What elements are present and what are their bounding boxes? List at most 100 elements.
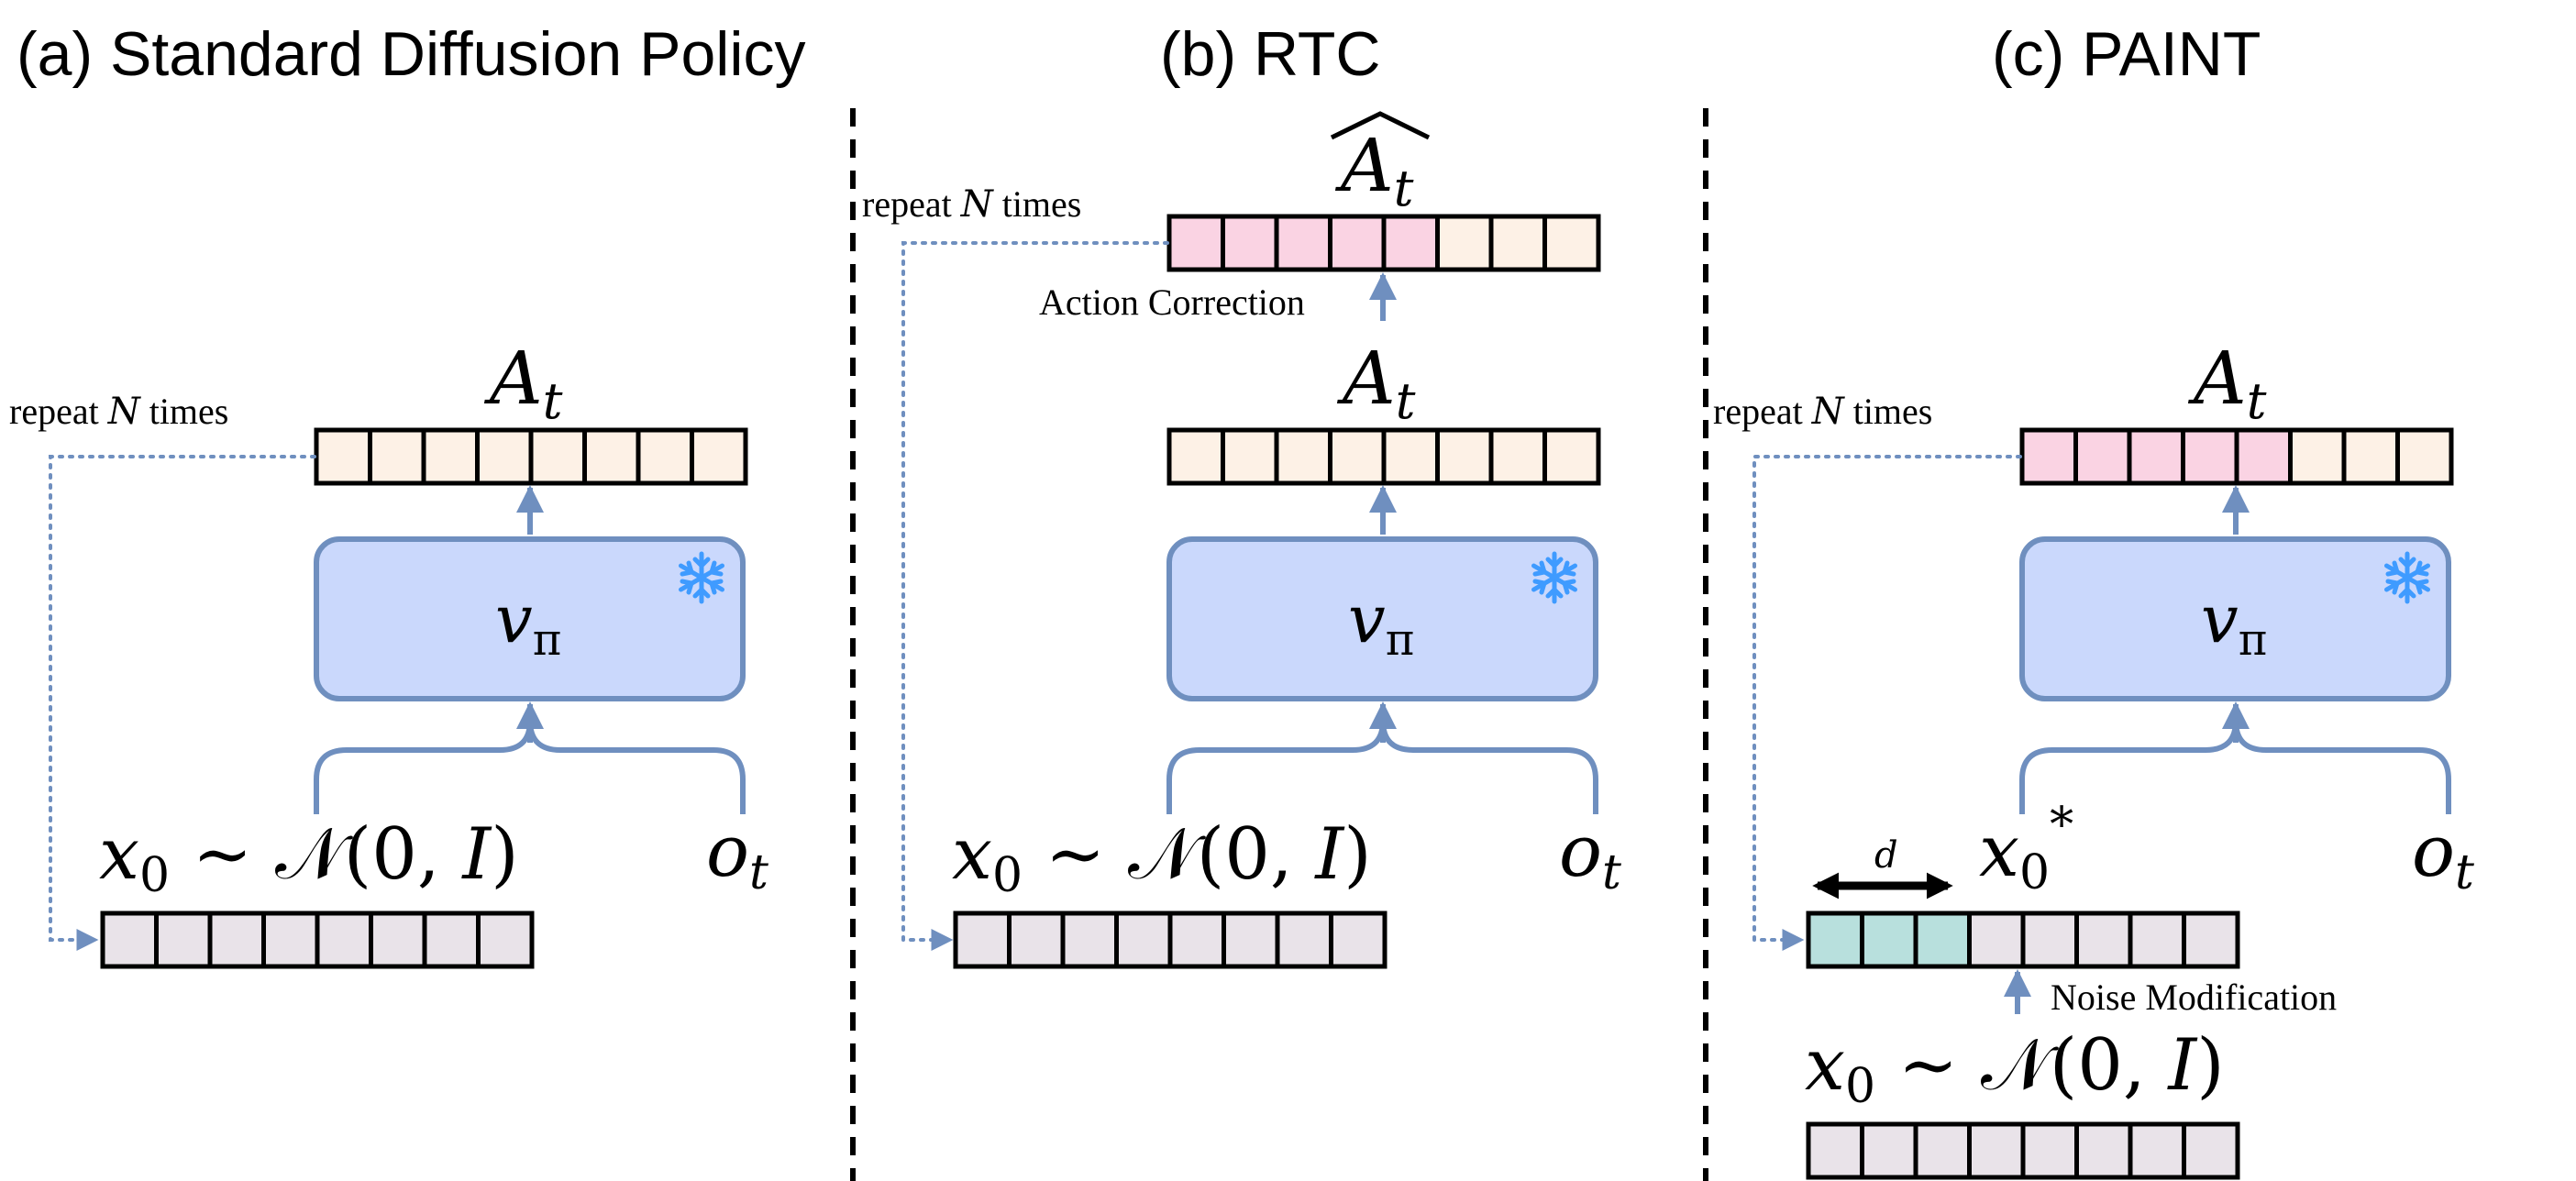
action-token-cell: [2127, 427, 2185, 486]
action-correction-label: Action Correction: [1039, 281, 1305, 323]
noise-token-cell: [100, 911, 159, 969]
action-token-cell: [475, 427, 534, 486]
noise-token-cell: [1967, 1121, 2026, 1180]
noise-token-cell: [476, 911, 535, 969]
action-token-cell: [314, 427, 372, 486]
noise-token-cell: [1167, 911, 1226, 969]
action-token-cell: [421, 427, 480, 486]
input-brace: [314, 718, 746, 814]
corrected-token-cell: [1435, 214, 1494, 272]
noise-token-cell: [422, 911, 481, 969]
noise-token-cell: [261, 911, 320, 969]
policy-network: [1166, 536, 1598, 701]
noise-token-cell: [1114, 911, 1173, 969]
modified-noise-token-cell: [1913, 911, 1972, 969]
noise-token-cell: [1275, 911, 1333, 969]
panel-rtc: (b) RTC At repeat N times Action Correct…: [862, 19, 1621, 969]
noise-chunk: [100, 911, 535, 969]
noise-modification-label: Noise Modification: [2051, 977, 2337, 1018]
action-token-cell: [2395, 427, 2454, 486]
noise-token-cell: [154, 911, 213, 969]
noise-token-cell: [1913, 1121, 1972, 1180]
noise-token-cell: [2128, 1121, 2186, 1180]
action-token-cell: [2234, 427, 2293, 486]
modified-noise-token-cell: [2128, 911, 2186, 969]
modified-noise-label: x0*: [1979, 798, 2073, 900]
action-chunk-label: At: [1336, 336, 1416, 430]
noise-token-cell: [207, 911, 266, 969]
noise-token-cell: [1060, 911, 1119, 969]
action-token-cell: [2341, 427, 2400, 486]
modified-noise-token-cell: [2074, 911, 2133, 969]
repeat-loop-line: [901, 241, 1169, 951]
action-token-cell: [1435, 427, 1494, 486]
action-token-cell: [1381, 427, 1440, 486]
prefix-length-label: d: [1874, 834, 1898, 877]
panel-c-title: (c) PAINT: [1992, 19, 2261, 89]
corrected-token-cell: [1166, 214, 1225, 272]
noise-token-cell: [369, 911, 427, 969]
action-token-cell: [582, 427, 641, 486]
corrected-action-chunk: [1166, 214, 1601, 272]
noise-chunk: [953, 911, 1388, 969]
action-token-cell: [1221, 427, 1279, 486]
noise-token-cell: [2020, 1121, 2079, 1180]
action-token-cell: [1488, 427, 1547, 486]
panel-paint: (c) PAINT At repeat N times vπ d x0* ot …: [1713, 19, 2474, 1180]
action-token-cell: [2288, 427, 2347, 486]
corrected-chunk-label: At: [1334, 123, 1414, 217]
action-token-cell: [368, 427, 426, 486]
noise-token-cell: [1007, 911, 1066, 969]
corrected-token-cell: [1542, 214, 1601, 272]
action-chunk: [314, 427, 748, 486]
action-token-cell: [690, 427, 748, 486]
noise-token-cell: [1860, 1121, 1918, 1180]
repeat-loop-line: [1752, 455, 2022, 951]
action-token-cell: [1328, 427, 1387, 486]
modified-noise-token-cell: [1806, 911, 1864, 969]
input-brace: [1166, 718, 1598, 814]
action-chunk-label: At: [2187, 336, 2267, 430]
action-chunk: [1166, 427, 1601, 486]
noise-token-cell: [1329, 911, 1388, 969]
corrected-token-cell: [1221, 214, 1279, 272]
noise-label: x0 ∼ 𝒩(0, I): [952, 813, 1372, 903]
repeat-label: repeat N times: [1713, 391, 1932, 433]
observation-label: ot: [2412, 811, 2474, 900]
modified-noise-token-cell: [2020, 911, 2079, 969]
observation-label: ot: [1559, 811, 1621, 900]
noise-token-cell: [2074, 1121, 2133, 1180]
observation-label: ot: [706, 811, 768, 900]
noise-label: x0 ∼ 𝒩(0, I): [99, 813, 519, 903]
hat-accent: [1330, 111, 1431, 140]
action-token-cell: [1542, 427, 1601, 486]
noise-token-cell: [2182, 1121, 2240, 1180]
corrected-token-cell: [1328, 214, 1387, 272]
noise-token-cell: [1222, 911, 1280, 969]
input-brace: [2019, 718, 2451, 814]
action-token-cell: [528, 427, 587, 486]
panel-a-title: (a) Standard Diffusion Policy: [17, 19, 806, 89]
corrected-token-cell: [1488, 214, 1547, 272]
action-chunk: [2019, 427, 2454, 486]
noise-token-cell: [1806, 1121, 1864, 1180]
modified-noise-token-cell: [1860, 911, 1918, 969]
action-token-cell: [1274, 427, 1332, 486]
panel-b-title: (b) RTC: [1160, 19, 1381, 89]
corrected-token-cell: [1274, 214, 1332, 272]
repeat-loop-line: [49, 455, 316, 951]
noise-token-cell: [953, 911, 1012, 969]
repeat-label: repeat N times: [9, 391, 228, 433]
modified-noise-token-cell: [1967, 911, 2026, 969]
action-token-cell: [2181, 427, 2239, 486]
noise-token-cell: [315, 911, 373, 969]
repeat-label: repeat N times: [862, 183, 1081, 226]
policy-network: [314, 536, 746, 701]
action-chunk-label: At: [483, 336, 563, 430]
action-token-cell: [636, 427, 694, 486]
action-token-cell: [2073, 427, 2132, 486]
action-token-cell: [1166, 427, 1225, 486]
noise-chunk: [1806, 1121, 2240, 1180]
modified-noise-token-cell: [2182, 911, 2240, 969]
